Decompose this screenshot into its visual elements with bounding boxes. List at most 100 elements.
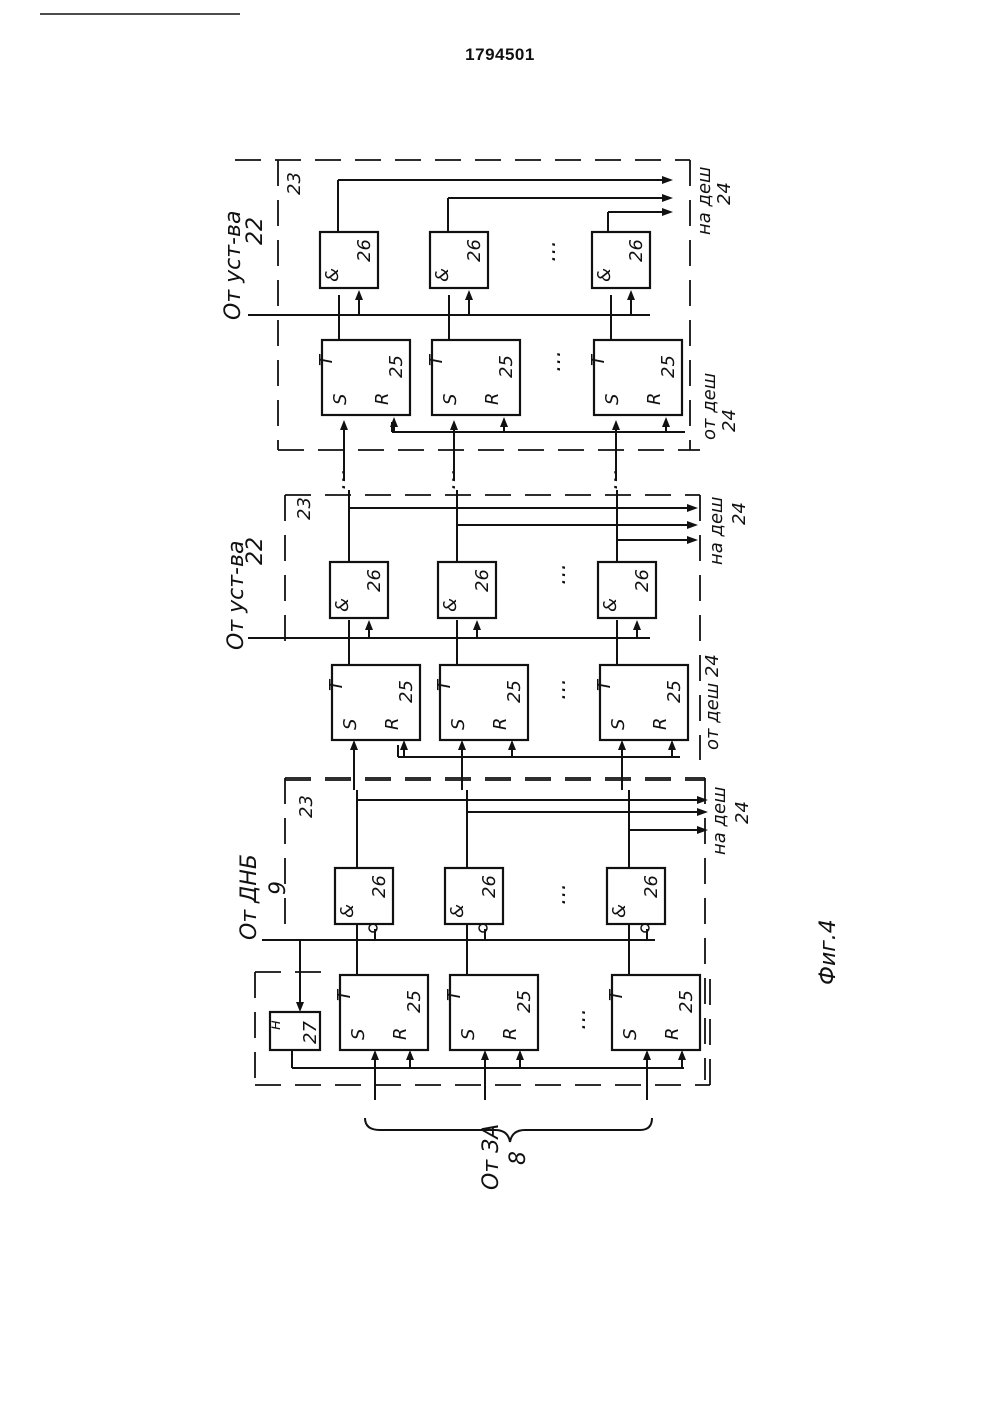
arrow-head [350, 740, 358, 750]
arrow-head [643, 1050, 651, 1060]
arrow-head [697, 808, 708, 816]
trigger-number: 25 [514, 990, 535, 1013]
trigger-pin-s: S [440, 394, 461, 405]
arrow-head [687, 521, 698, 529]
ellipsis: … [546, 563, 571, 585]
counter-number: 27 [300, 1021, 321, 1044]
register-number: 23 [296, 795, 317, 818]
trigger-number: 25 [496, 355, 517, 378]
ellipsis: … [598, 468, 623, 490]
trigger-number: 25 [396, 680, 417, 703]
and-gate-number: 26 [632, 569, 653, 592]
from-dnb-label: От ДНБ [237, 854, 262, 940]
and-gate-number: 26 [364, 569, 385, 592]
and-gate-number: 26 [354, 239, 375, 262]
to-dec-number: 24 [714, 182, 735, 205]
from-dec-label: от деш 24 [702, 654, 723, 750]
ellipsis: … [546, 883, 571, 905]
trigger-pin-r: R [662, 1027, 683, 1040]
ellipsis: … [536, 240, 561, 262]
arrow-head [668, 740, 676, 750]
and-symbol: & [432, 268, 453, 282]
ellipsis: … [541, 350, 566, 372]
arrow-head [662, 417, 670, 427]
to-dec-label: на деш [706, 496, 727, 565]
ellipsis: … [546, 678, 571, 700]
and-symbol: & [609, 904, 630, 918]
and-gate-number: 26 [641, 875, 662, 898]
trigger-pin-r: R [382, 717, 403, 730]
arrow-head [697, 826, 708, 834]
from-dnb-number: 9 [266, 881, 291, 895]
arrow-head [365, 620, 373, 630]
from-za-number: 8 [506, 1151, 531, 1165]
and-symbol: & [332, 598, 353, 612]
ellipsis: … [566, 1008, 591, 1030]
trigger-pin-s: S [348, 1029, 369, 1040]
trigger-pin-s: S [602, 394, 623, 405]
trigger-number: 25 [504, 680, 525, 703]
arrow-head [678, 1050, 686, 1060]
trigger-pin-r: R [644, 392, 665, 405]
arrow-head [508, 740, 516, 750]
input-brace [365, 1118, 652, 1142]
trigger-number: 25 [658, 355, 679, 378]
arrow-head [662, 176, 673, 184]
trigger-number: 25 [664, 680, 685, 703]
and-symbol: & [447, 904, 468, 918]
diagram-content: н27T25SR&26T25SR&26T25SR&26…От ДНБ9…23на… [40, 14, 841, 1190]
arrow-head [473, 620, 481, 630]
ellipsis: … [326, 468, 351, 490]
and-gate-number: 26 [472, 569, 493, 592]
trigger-pin-s: S [458, 1029, 479, 1040]
to-dec-number: 24 [729, 502, 750, 525]
arrow-head [627, 290, 635, 300]
arrow-head [406, 1050, 414, 1060]
trigger-pin-s: S [448, 719, 469, 730]
from-dec-label: от деш [699, 373, 720, 440]
from-za-label: От ЗА [479, 1124, 504, 1190]
arrow-head [516, 1050, 524, 1060]
trigger-pin-r: R [490, 717, 511, 730]
and-gate-number: 26 [464, 239, 485, 262]
trigger-pin-s: S [330, 394, 351, 405]
trigger-pin-s: S [608, 719, 629, 730]
and-symbol: & [594, 268, 615, 282]
arrow-head [500, 417, 508, 427]
trigger-pin-r: R [390, 1027, 411, 1040]
and-symbol: & [337, 904, 358, 918]
arrow-head [296, 1002, 304, 1012]
and-gate-number: 26 [479, 875, 500, 898]
trigger-pin-s: S [340, 719, 361, 730]
trigger-pin-r: R [650, 717, 671, 730]
from-device-22-number: 22 [243, 537, 268, 565]
trigger-number: 25 [676, 990, 697, 1013]
to-dec-number: 24 [732, 801, 753, 824]
arrow-head [355, 290, 363, 300]
trigger-number: 25 [404, 990, 425, 1013]
from-dec-number: 24 [719, 409, 740, 432]
and-gate-number: 26 [369, 875, 390, 898]
arrow-head [697, 796, 708, 804]
and-symbol: & [440, 598, 461, 612]
arrow-head [465, 290, 473, 300]
counter-pin-h: н [266, 1020, 284, 1030]
and-symbol: & [600, 598, 621, 612]
trigger-pin-s: S [620, 1029, 641, 1040]
arrow-head [400, 740, 408, 750]
figure-caption: Фиг.4 [816, 919, 841, 985]
arrow-head [340, 420, 348, 430]
arrow-head [687, 536, 698, 544]
ellipsis: … [436, 468, 461, 490]
to-dec-label: на деш [694, 166, 715, 235]
arrow-head [371, 1050, 379, 1060]
and-symbol: & [322, 268, 343, 282]
arrow-head [662, 194, 673, 202]
trigger-pin-r: R [482, 392, 503, 405]
arrow-head [612, 420, 620, 430]
from-device-22-number: 22 [243, 217, 268, 245]
trigger-pin-r: R [372, 392, 393, 405]
arrow-head [618, 740, 626, 750]
register-number: 23 [284, 172, 305, 195]
